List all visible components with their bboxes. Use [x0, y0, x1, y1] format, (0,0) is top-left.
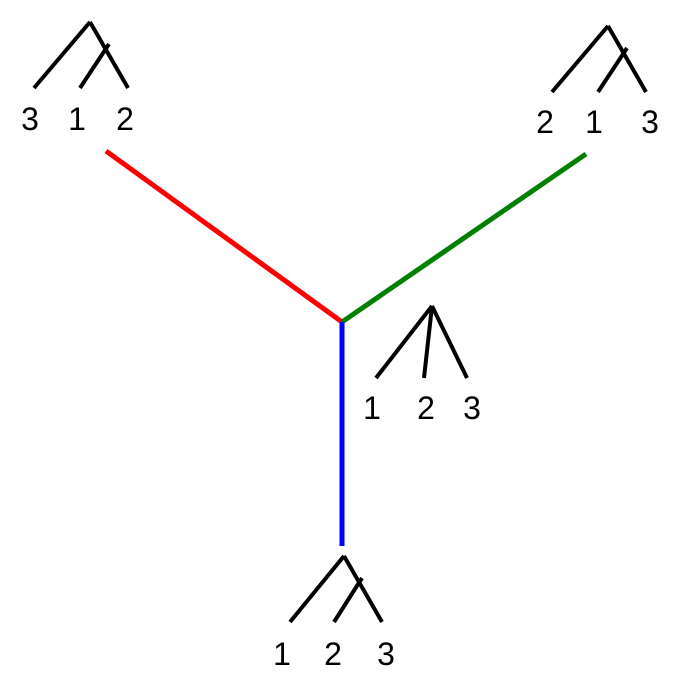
tree-edge	[596, 46, 629, 94]
leaf-label: 1	[363, 390, 381, 426]
tree-edge	[374, 304, 434, 380]
branches	[104, 148, 588, 546]
leaf-label: 3	[463, 390, 481, 426]
tree-edge	[78, 42, 111, 90]
green-branch	[340, 151, 588, 325]
leaf-label: 1	[68, 101, 86, 137]
leaf-label: 3	[21, 101, 39, 137]
tree-edge	[422, 305, 434, 379]
leaf-label: 2	[536, 104, 554, 140]
tree-edge	[288, 554, 346, 624]
tree-center: 1 2 3	[363, 304, 481, 426]
tree-edge	[342, 555, 384, 623]
tree-edge	[332, 576, 364, 624]
leaf-label: 3	[377, 636, 395, 672]
leaf-label: 2	[324, 636, 342, 672]
leaf-label: 2	[417, 390, 435, 426]
red-branch	[104, 148, 344, 325]
leaf-label: 2	[116, 101, 134, 137]
leaf-label: 1	[585, 104, 603, 140]
tree-bottom: 1 2 3	[273, 554, 395, 672]
tree-edge	[550, 24, 610, 94]
leaf-label: 3	[641, 104, 659, 140]
tree-edge	[430, 305, 469, 379]
tree-edge	[606, 25, 648, 93]
leaf-label: 1	[273, 636, 291, 672]
tree-edge	[88, 21, 130, 89]
tree-top-right: 2 1 3	[536, 24, 659, 140]
tree-top-left: 3 1 2	[21, 20, 134, 137]
tree-edge	[32, 20, 92, 90]
